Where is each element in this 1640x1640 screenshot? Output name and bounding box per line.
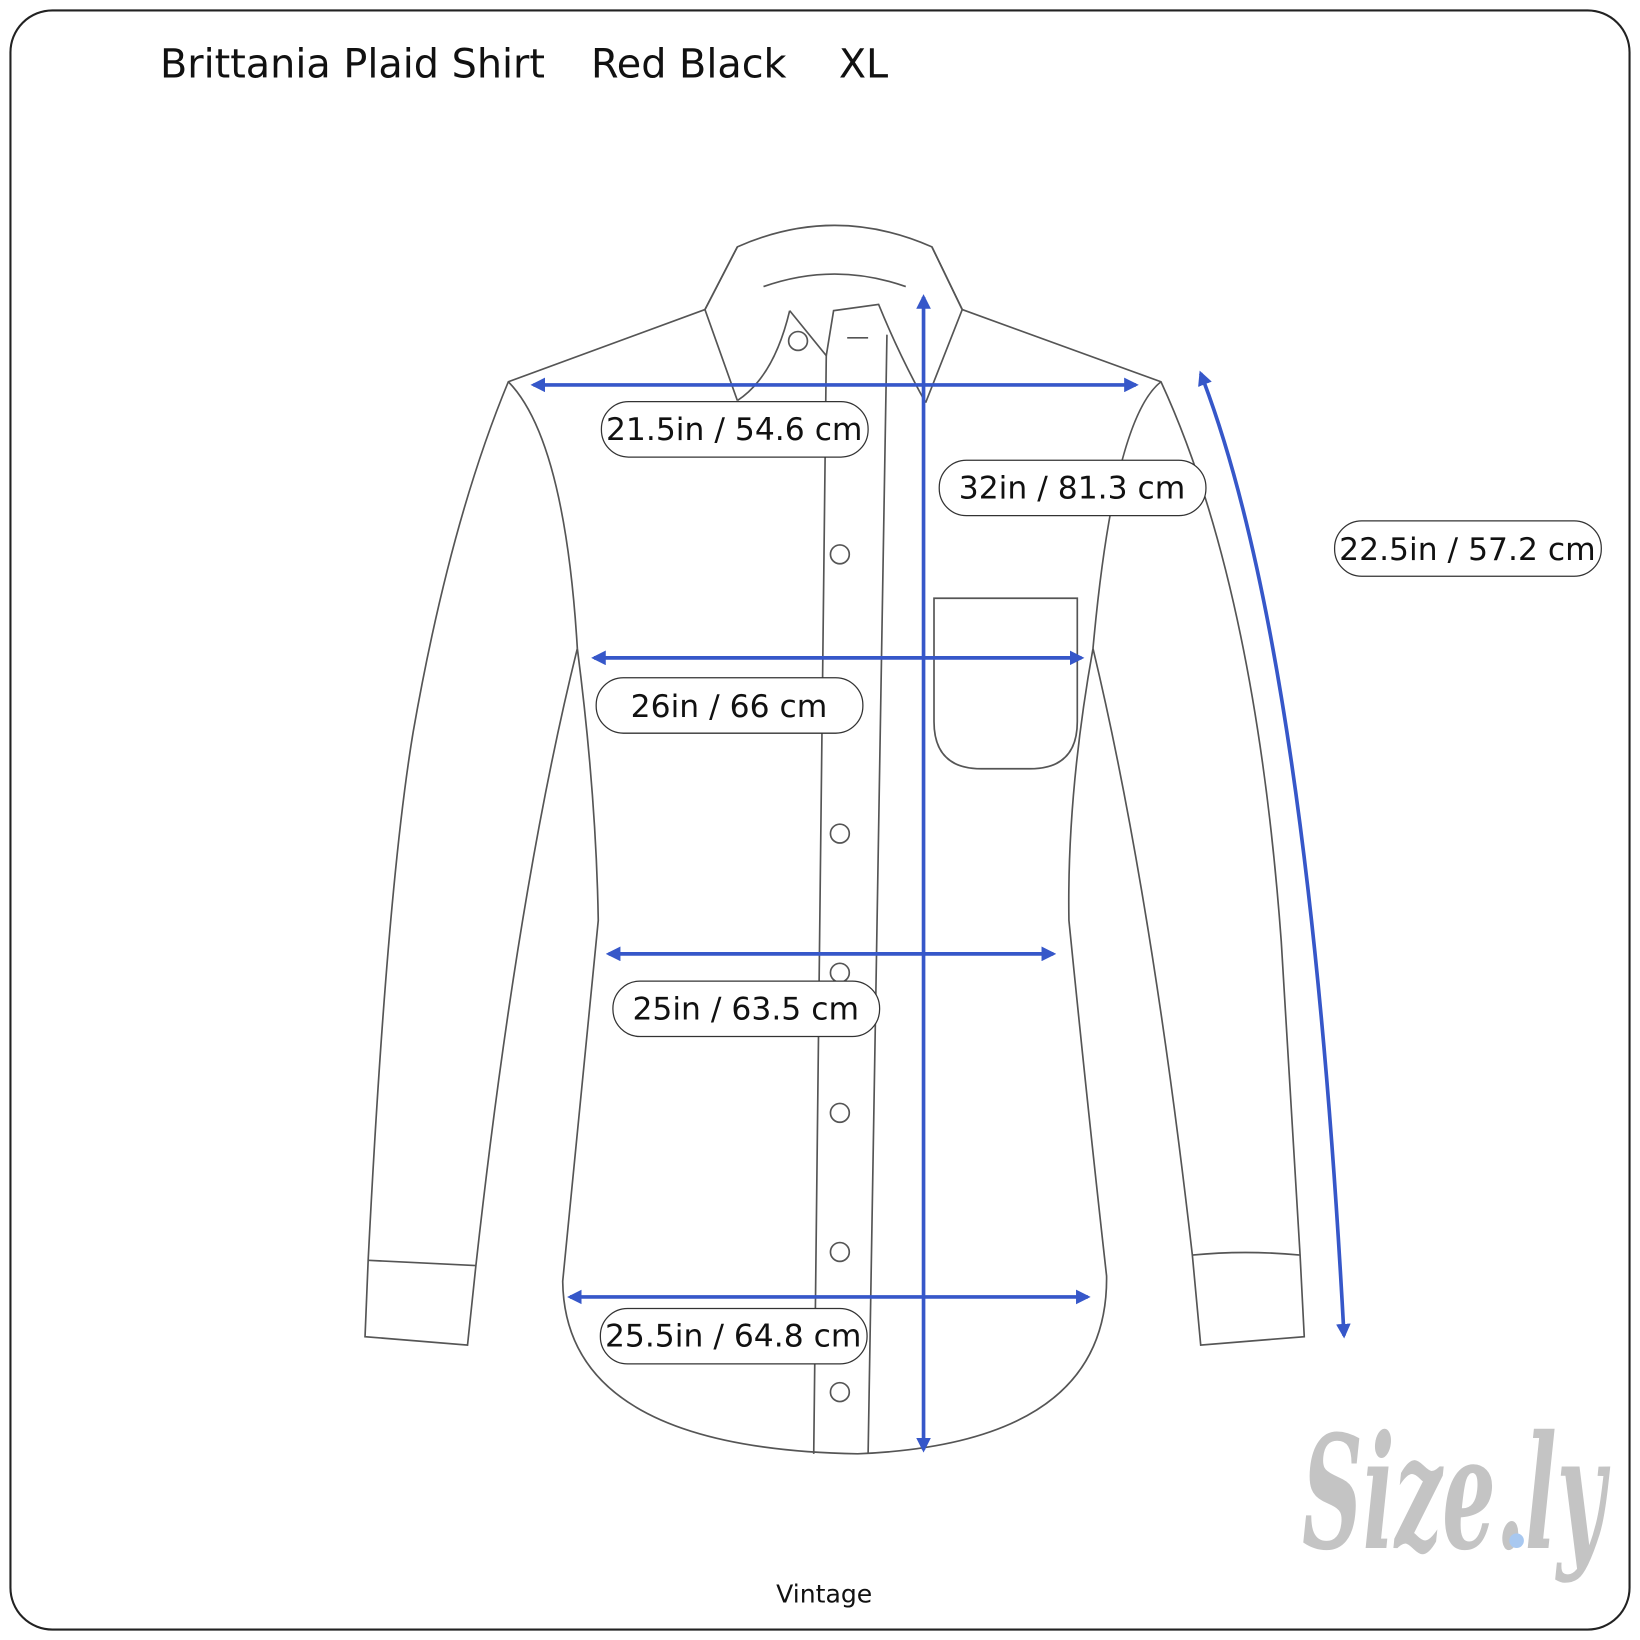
label-sleeve: 22.5in / 57.2 cm [1333, 520, 1602, 577]
svg-text:22.5in / 57.2 cm: 22.5in / 57.2 cm [1339, 532, 1596, 568]
label-waist: 25in / 63.5 cm [612, 980, 881, 1038]
svg-text:Size.ly: Size.ly [1302, 1401, 1611, 1585]
svg-text:32in / 81.3 cm: 32in / 81.3 cm [959, 470, 1186, 506]
label-length: 32in / 81.3 cm [938, 459, 1207, 517]
product-name: Brittania Plaid Shirt [160, 41, 545, 87]
measurement-lines [530, 294, 1351, 1453]
buttons [787, 330, 851, 1403]
svg-text:25in / 63.5 cm: 25in / 63.5 cm [632, 991, 859, 1027]
product-color: Red Black [591, 41, 787, 87]
svg-text:25.5in / 64.8 cm: 25.5in / 64.8 cm [605, 1319, 862, 1355]
sizely-logo: Size.ly [1302, 1401, 1611, 1585]
frame-border [9, 9, 1631, 1631]
svg-text:26in / 66 cm: 26in / 66 cm [631, 689, 828, 725]
svg-text:21.5in / 54.6 cm: 21.5in / 54.6 cm [606, 412, 863, 448]
product-size: XL [839, 41, 888, 87]
label-hem: 25.5in / 64.8 cm [599, 1307, 868, 1365]
footer-label: Vintage [776, 1579, 872, 1608]
label-chest: 26in / 66 cm [595, 677, 864, 734]
sleeve-arrow [1198, 370, 1351, 1339]
label-shoulder: 21.5in / 54.6 cm [600, 401, 869, 458]
chest-pocket [933, 597, 1079, 770]
